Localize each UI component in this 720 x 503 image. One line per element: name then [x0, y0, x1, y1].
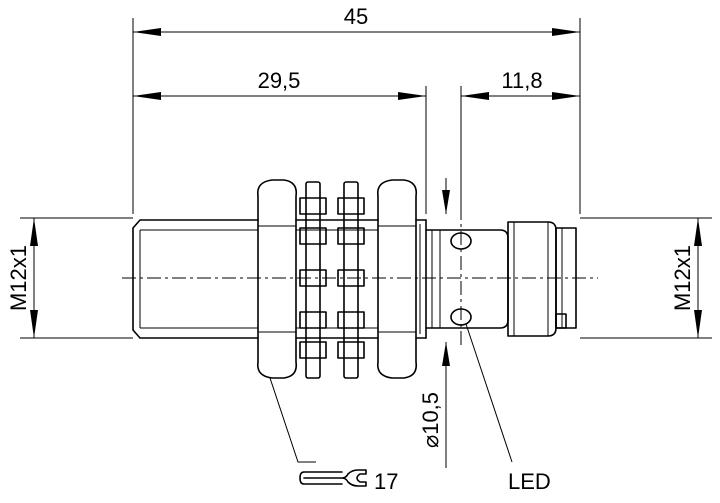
hex-nut-left: [256, 179, 298, 379]
lock-washer-left: [299, 181, 327, 379]
threaded-sleeve: [132, 219, 259, 339]
dimension-thread-section: 29,5: [133, 68, 426, 100]
extension-lines: [20, 18, 712, 339]
dimension-led-window-diameter: ⌀10,5: [418, 178, 450, 468]
led-housing: [425, 229, 509, 329]
led-window-diameter-label: ⌀10,5: [418, 392, 443, 448]
sensor-shank: [295, 219, 379, 339]
hex-nut-right: [376, 179, 418, 379]
callout-led: LED: [465, 323, 551, 494]
lock-washer-right: [337, 181, 365, 379]
open-end-wrench-icon: [299, 469, 367, 487]
wrench-size-label: 17: [374, 469, 398, 494]
led-label: LED: [508, 469, 551, 494]
dimension-thread-right: M12x1: [670, 218, 702, 338]
dimension-thread-left: M12x1: [6, 218, 38, 338]
thread-left-label: M12x1: [6, 245, 31, 311]
connector-coupling: [507, 221, 557, 337]
dimension-overall-length: 45: [133, 4, 580, 36]
thread-section-length-label: 29,5: [258, 68, 301, 93]
sensor-body: [122, 179, 598, 379]
thread-right-label: M12x1: [670, 245, 695, 311]
overall-length-label: 45: [344, 4, 368, 29]
connector-length-label: 11,8: [501, 68, 542, 93]
callout-wrench: 17: [269, 377, 398, 494]
dimension-connector-length: 11,8: [461, 68, 580, 100]
thread-end: [415, 219, 427, 339]
